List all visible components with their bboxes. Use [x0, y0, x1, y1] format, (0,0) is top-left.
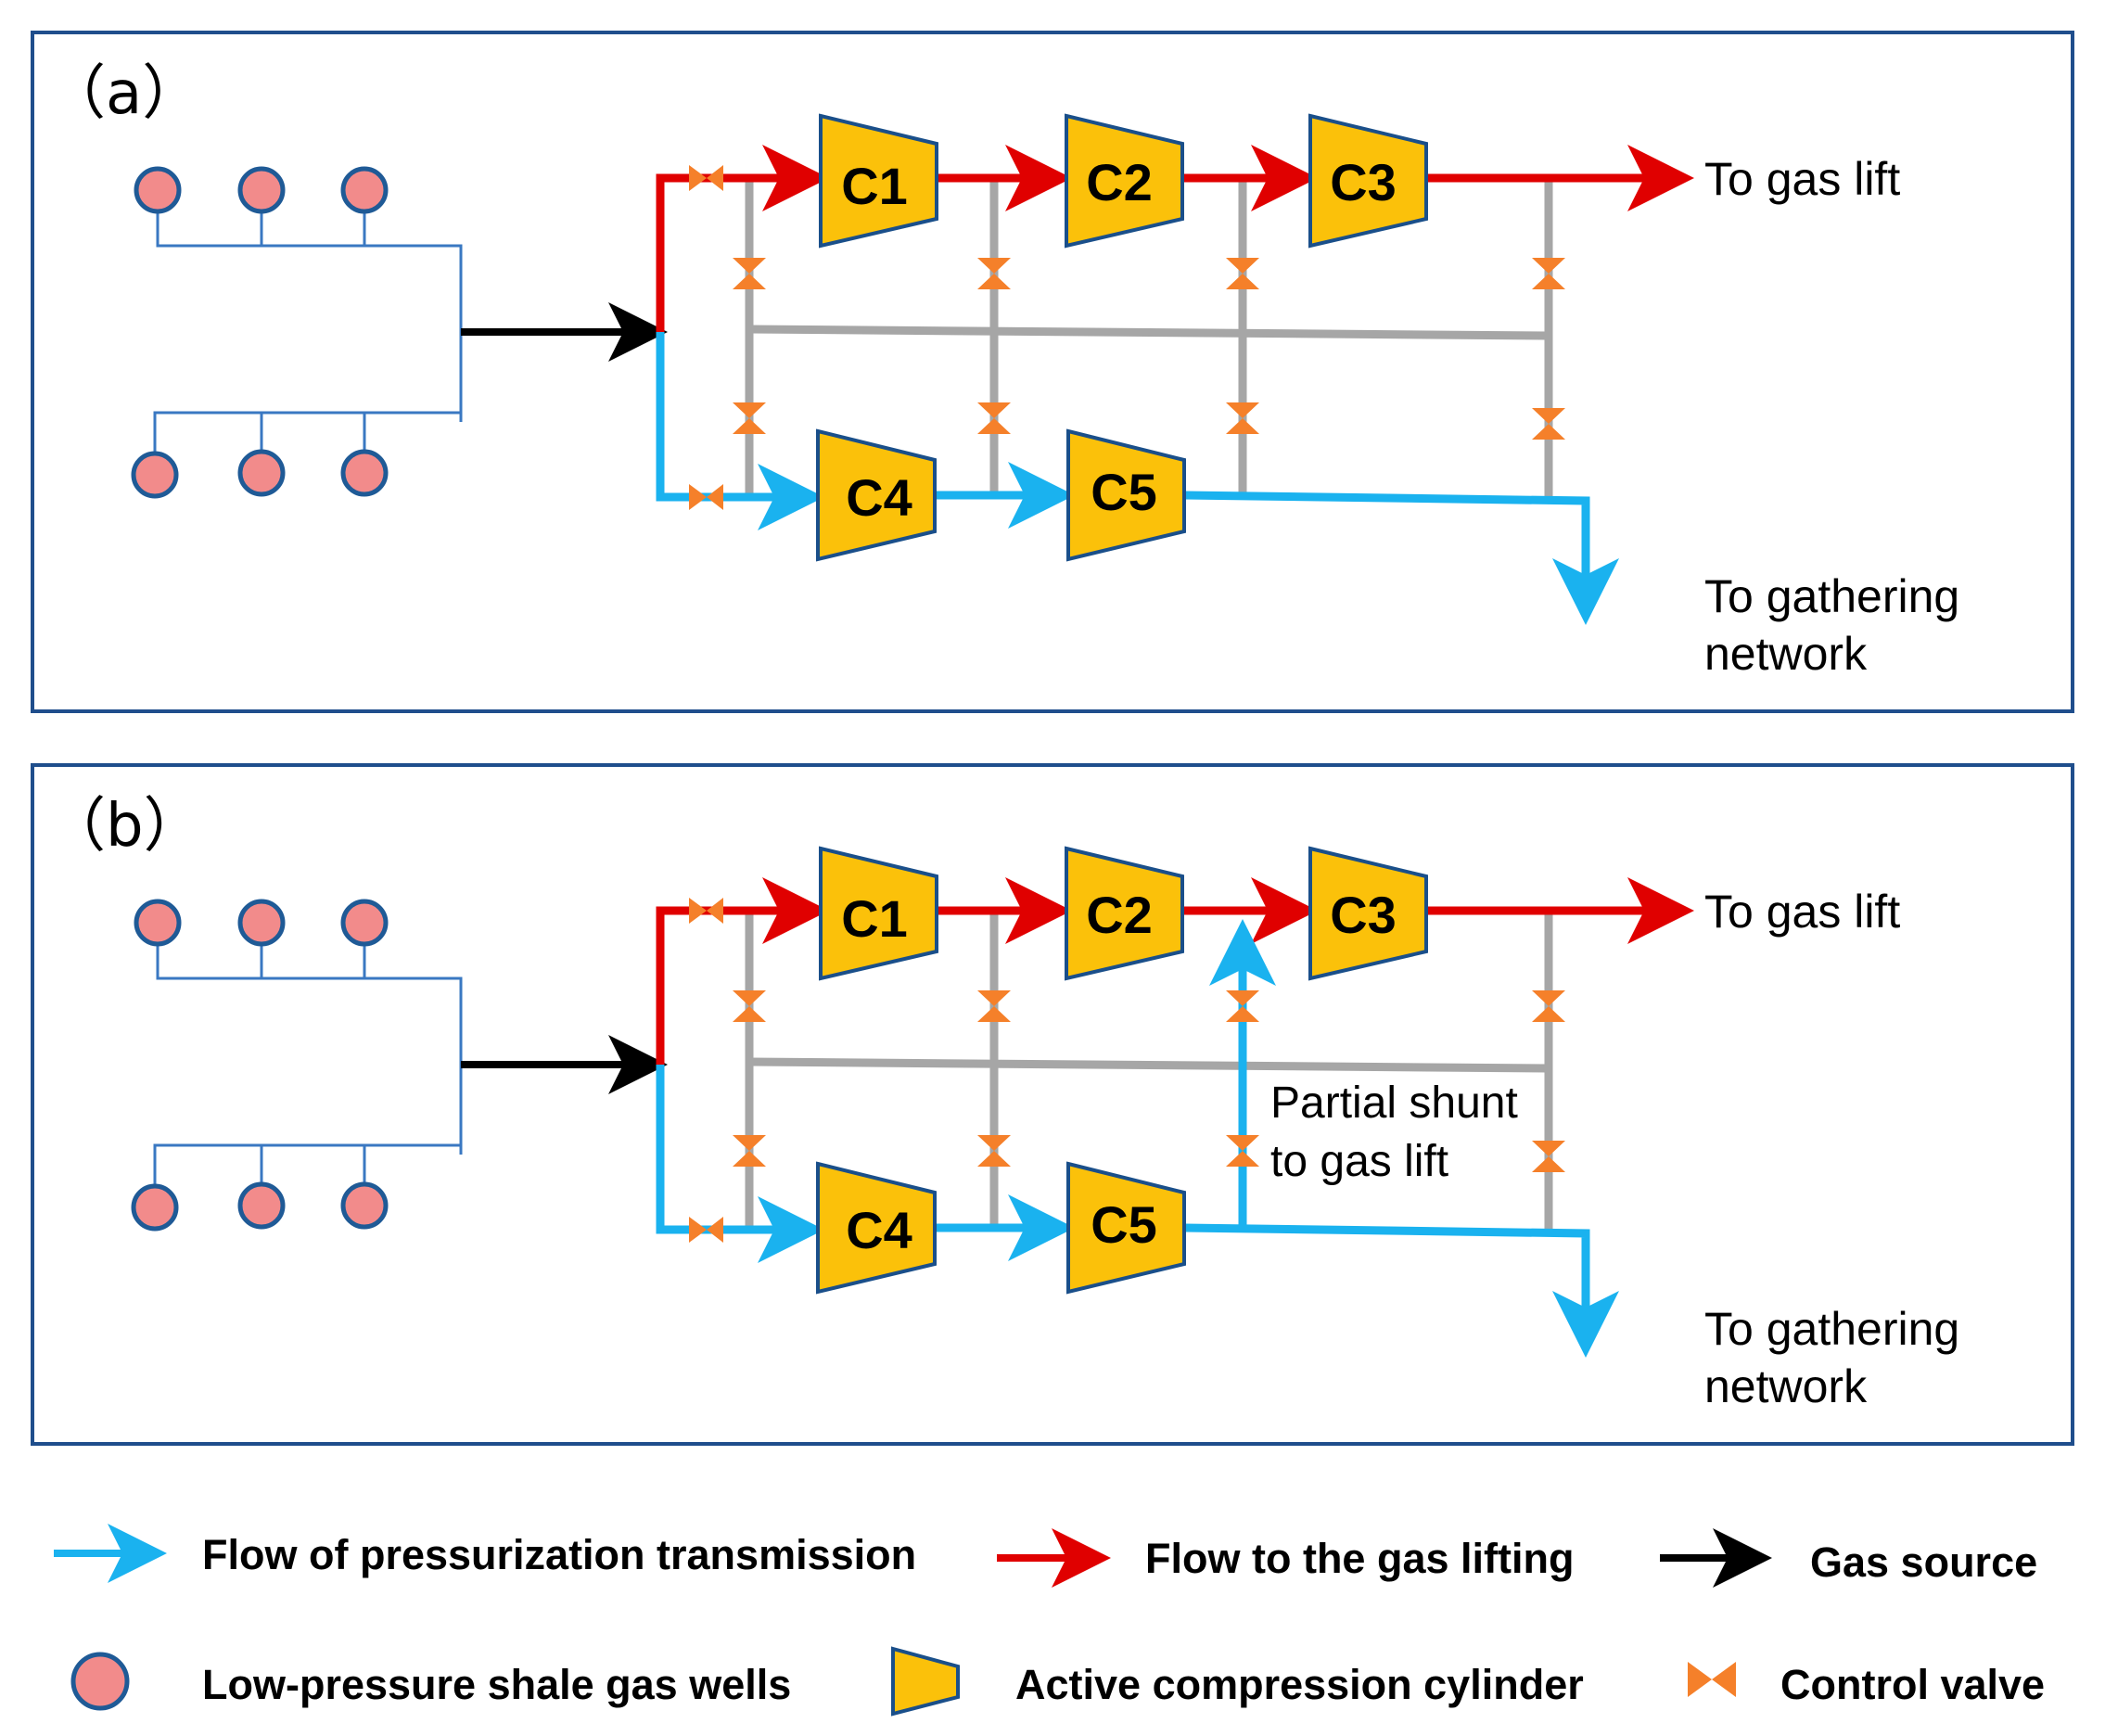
- compressor-c1: C1: [819, 113, 938, 249]
- control-valves: [689, 898, 1565, 1243]
- compressor-c3-label: C3: [1330, 153, 1397, 211]
- well: [131, 1183, 179, 1232]
- control-valve-icon: [1226, 1135, 1259, 1167]
- outlet-to-gas-lift: To gas lift: [1704, 153, 1900, 205]
- outlet-to-gas-lift: To gas lift: [1704, 886, 1900, 938]
- well: [131, 451, 179, 499]
- well: [237, 1181, 286, 1230]
- legend-compressor-label: Active compression cylinder: [1015, 1661, 1584, 1708]
- control-valve-icon: [733, 1135, 766, 1167]
- compressor-c2-label: C2: [1086, 886, 1153, 944]
- well-manifold: [153, 923, 463, 1206]
- compressor-c1-label: C1: [841, 889, 908, 948]
- well: [237, 166, 286, 214]
- well: [340, 449, 389, 497]
- control-valve-icon: [733, 402, 766, 434]
- blue-flow-lines: [656, 332, 1619, 625]
- control-valve-icon: [1532, 990, 1565, 1022]
- compressor-c2: C2: [1065, 846, 1184, 981]
- legend-red-flow-label: Flow to the gas lifting: [1145, 1535, 1574, 1582]
- control-valve-icon: [1532, 258, 1565, 289]
- compressor-c2-label: C2: [1086, 153, 1153, 211]
- well: [340, 899, 389, 947]
- well: [134, 166, 182, 214]
- control-valves: [689, 165, 1565, 510]
- outlet-to-gathering-line1: To gathering: [1704, 1303, 1959, 1355]
- compressor-c3: C3: [1308, 846, 1428, 981]
- low-pressure-wells: [131, 899, 389, 1232]
- red-flow-lines: [656, 877, 1694, 1065]
- control-valve-icon: [1226, 402, 1259, 434]
- partial-shunt-line2: to gas lift: [1270, 1137, 1448, 1186]
- compressor-c3-label: C3: [1330, 886, 1397, 944]
- outlet-to-gathering-line1: To gathering: [1704, 570, 1959, 622]
- compressor-c3: C3: [1308, 113, 1428, 249]
- control-valve-icon: [977, 402, 1011, 434]
- panel-b-frame: [31, 763, 2074, 1446]
- compressor-c2: C2: [1065, 113, 1184, 249]
- legend-valve-label: Control valve: [1780, 1661, 2045, 1708]
- well-manifold: [153, 190, 463, 473]
- bypass-lines: [745, 914, 1553, 1229]
- compressors: C1 C2 C3 C4 C5: [816, 113, 1428, 562]
- control-valve-icon: [733, 990, 766, 1022]
- compressor-c4: C4: [816, 428, 937, 562]
- compressor-c4: C4: [816, 1161, 937, 1295]
- panel-a-frame: [31, 31, 2074, 713]
- legend: Flow of pressurization transmission Flow…: [54, 1524, 2045, 1717]
- control-valve-icon: [689, 484, 723, 510]
- bypass-lines: [745, 182, 1553, 496]
- control-valve-icon: [689, 165, 723, 191]
- compressor-c4-label: C4: [846, 468, 912, 527]
- legend-valve-icon: [1688, 1662, 1736, 1697]
- control-valve-icon: [1226, 990, 1259, 1022]
- low-pressure-wells: [131, 166, 389, 499]
- red-flow-lines: [656, 145, 1694, 332]
- legend-blue-flow-label: Flow of pressurization transmission: [202, 1531, 916, 1578]
- blue-flow-lines: [656, 919, 1619, 1358]
- control-valve-icon: [1532, 1141, 1565, 1172]
- outlet-to-gathering-line2: network: [1704, 1360, 1868, 1412]
- compressor-c1: C1: [819, 846, 938, 981]
- well: [237, 449, 286, 497]
- well: [340, 166, 389, 214]
- compressor-c5-label: C5: [1091, 463, 1157, 521]
- well: [237, 899, 286, 947]
- compressor-c5: C5: [1066, 1161, 1186, 1295]
- outlet-to-gathering-line2: network: [1704, 628, 1868, 680]
- well: [340, 1181, 389, 1230]
- control-valve-icon: [733, 258, 766, 289]
- control-valve-icon: [977, 1135, 1011, 1167]
- legend-wells-label: Low-pressure shale gas wells: [202, 1661, 791, 1708]
- control-valve-icon: [1532, 408, 1565, 440]
- compressor-c4-label: C4: [846, 1201, 912, 1259]
- legend-gas-source-label: Gas source: [1810, 1538, 2037, 1586]
- legend-compressor-icon: [891, 1646, 960, 1717]
- control-valve-icon: [689, 1217, 723, 1243]
- compressors: C1 C2 C3 C4 C5: [816, 846, 1428, 1295]
- compressor-c5-label: C5: [1091, 1195, 1157, 1254]
- panel-b: （b）: [31, 763, 2074, 1446]
- control-valve-icon: [977, 990, 1011, 1022]
- compressor-c5: C5: [1066, 428, 1186, 562]
- compressor-c1-label: C1: [841, 157, 908, 215]
- control-valve-icon: [689, 898, 723, 924]
- control-valve-icon: [1226, 258, 1259, 289]
- panel-a-label: （a）: [46, 59, 201, 128]
- control-valve-icon: [977, 258, 1011, 289]
- panel-b-label: （b）: [46, 792, 203, 861]
- panel-a: （a）: [31, 31, 2074, 713]
- partial-shunt-line1: Partial shunt: [1270, 1079, 1518, 1128]
- legend-well-icon: [70, 1652, 130, 1711]
- well: [134, 899, 182, 947]
